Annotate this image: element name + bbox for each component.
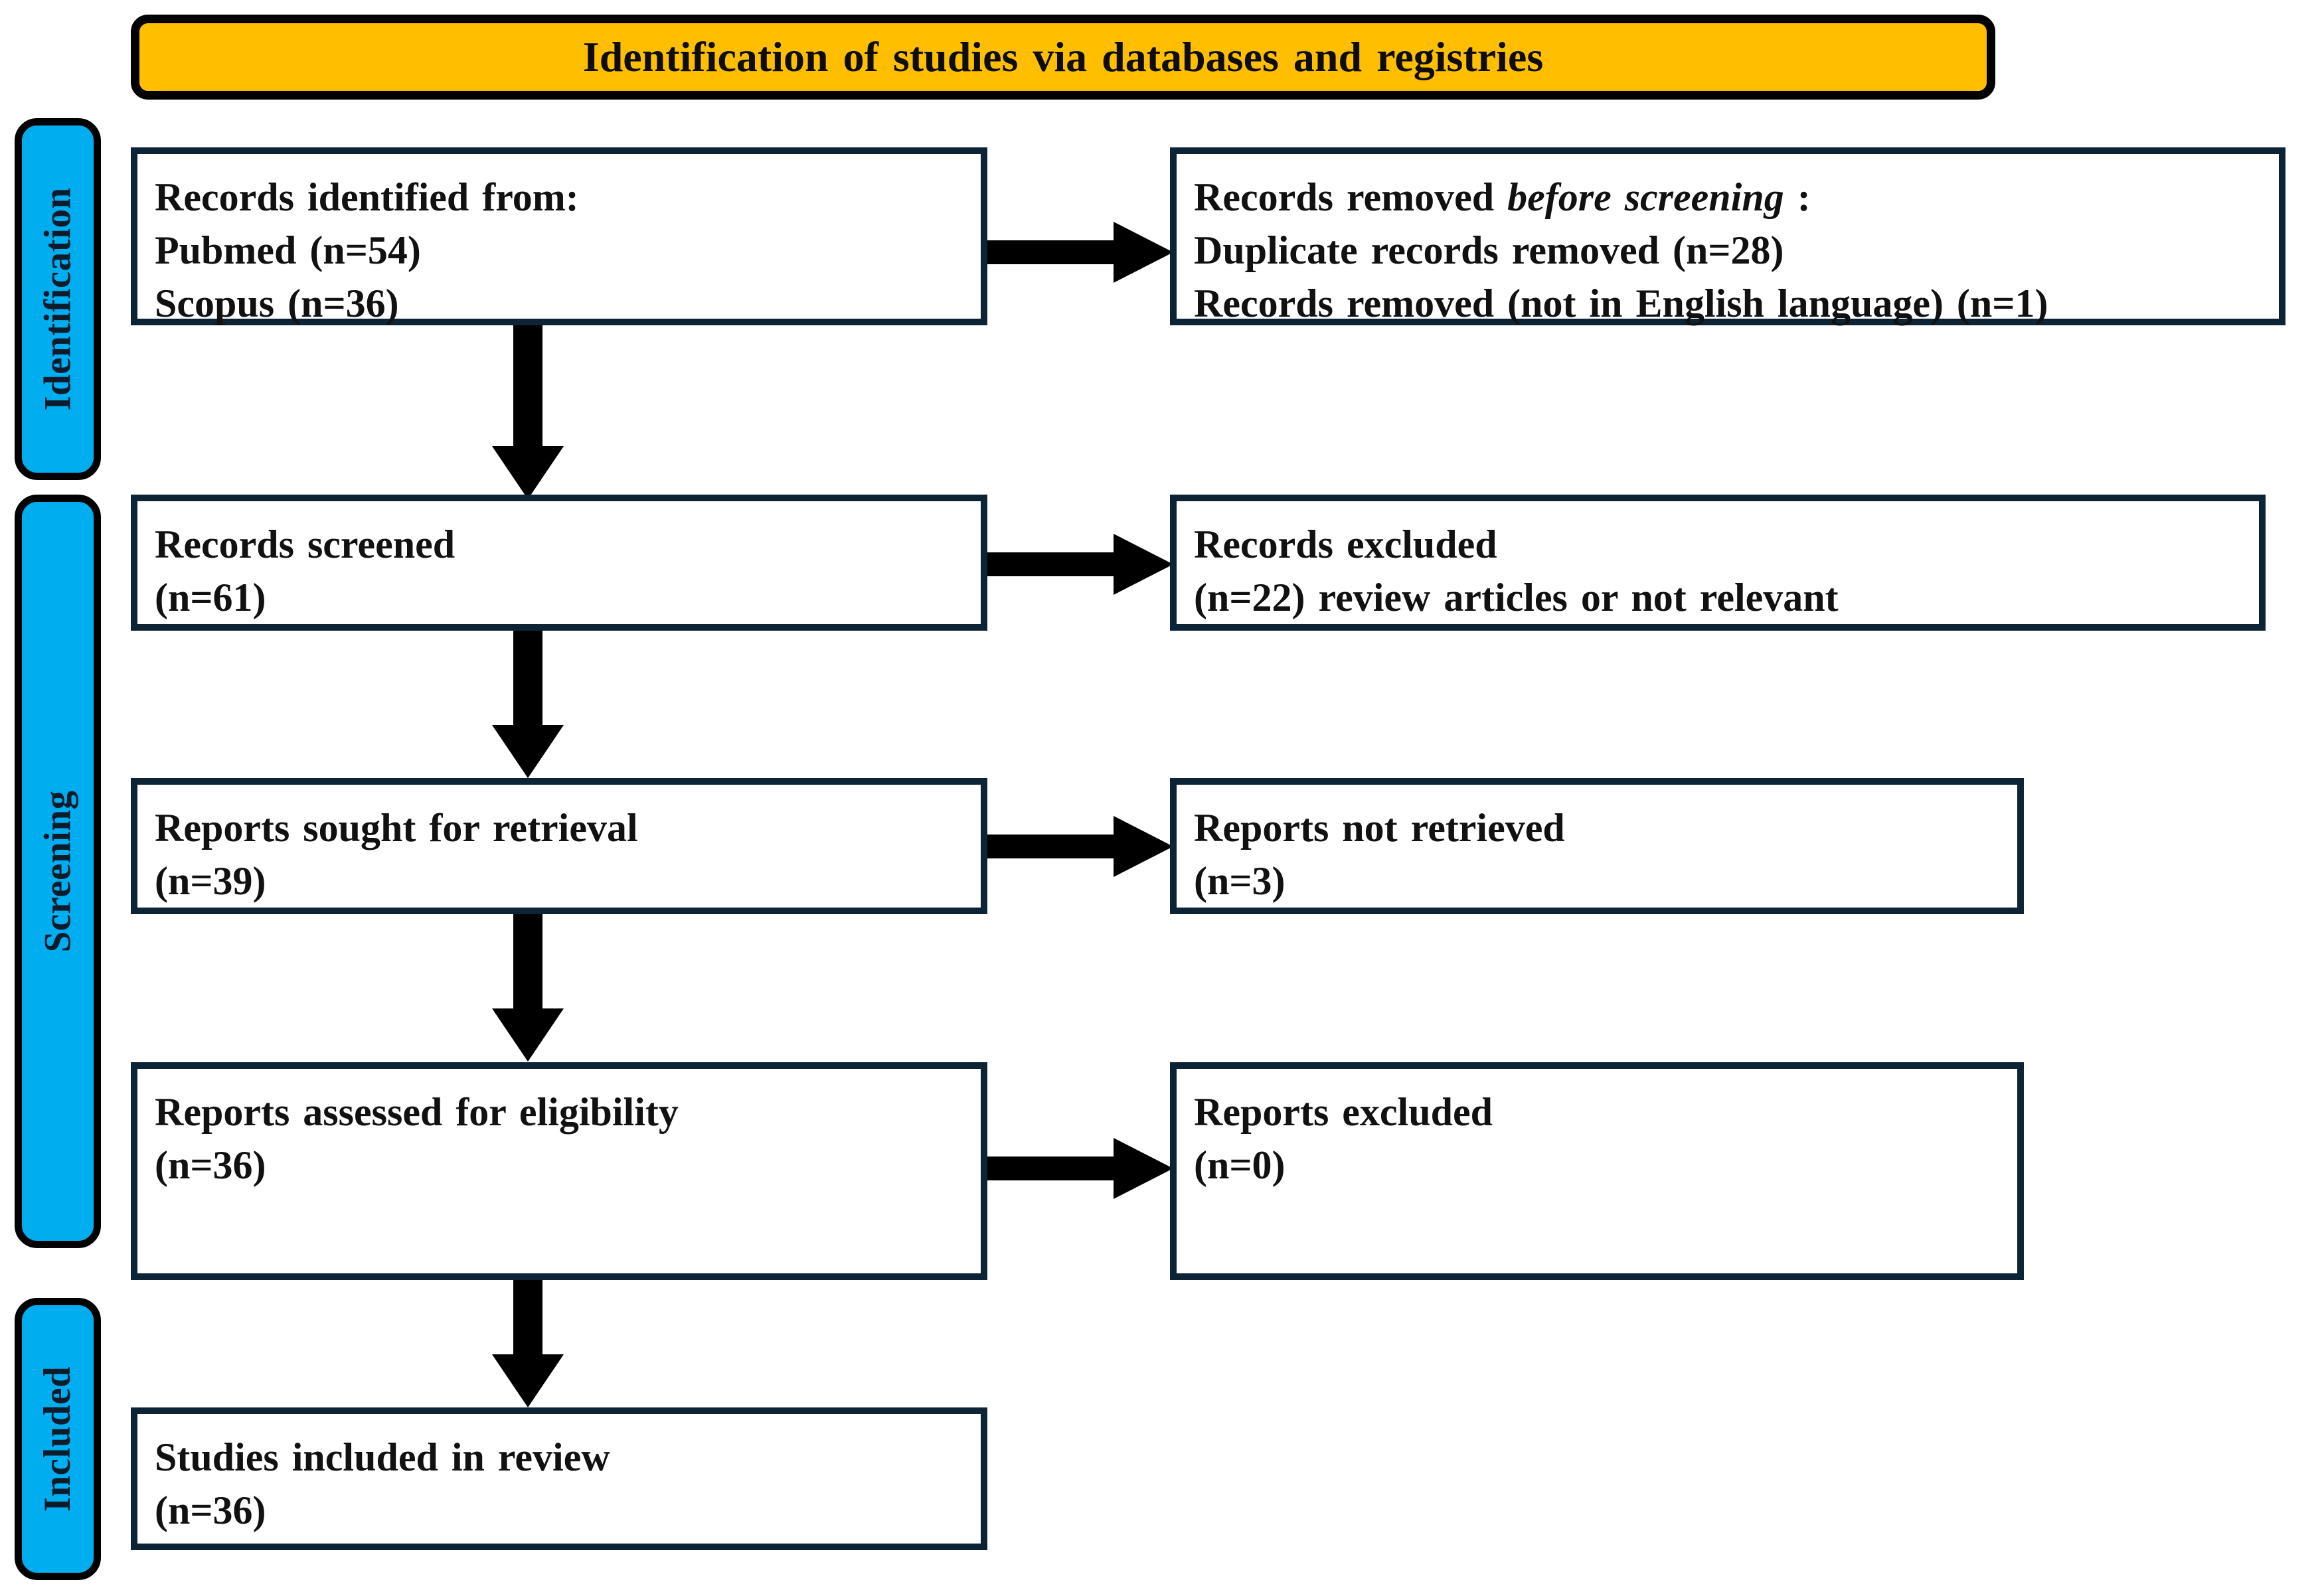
box-records-excluded: Records excluded (n=22) review articles …: [1170, 495, 2266, 631]
diagram-title-banner: Identification of studies via databases …: [131, 15, 1995, 100]
records-removed-line-3: Records removed (not in English language…: [1194, 281, 2048, 325]
records-screened-line-2: (n=61): [155, 575, 266, 619]
box-reports-not-retrieved: Reports not retrieved (n=3): [1170, 778, 2024, 914]
records-removed-prefix: Records removed: [1194, 175, 1508, 219]
phase-tab-screening-label: Screening: [37, 790, 79, 953]
reports-assessed-line-2: (n=36): [155, 1143, 266, 1187]
phase-tab-included-label: Included: [37, 1366, 79, 1512]
reports-assessed-line-1: Reports assessed for eligibility: [155, 1090, 679, 1134]
phase-tab-identification-label: Identification: [37, 187, 79, 411]
records-removed-line-1: Records removed before screening :: [1194, 171, 2279, 224]
arrow-screened-to-excluded: [987, 524, 1173, 604]
reports-excluded-line-1: Reports excluded: [1194, 1090, 1493, 1134]
records-removed-line-2: Duplicate records removed (n=28): [1194, 228, 1784, 272]
records-identified-line-3: Scopus (n=36): [155, 281, 399, 325]
box-reports-sought-for-retrieval: Reports sought for retrieval (n=39): [131, 778, 987, 914]
reports-not-retrieved-line-1: Reports not retrieved: [1194, 806, 1565, 850]
box-reports-assessed-for-eligibility: Reports assessed for eligibility (n=36): [131, 1062, 987, 1280]
records-identified-line-2: Pubmed (n=54): [155, 228, 421, 272]
arrow-screened-to-sought: [475, 631, 581, 778]
phase-tab-identification: Identification: [15, 118, 101, 480]
box-studies-included-in-review: Studies included in review (n=36): [131, 1407, 987, 1550]
reports-excluded-line-2: (n=0): [1194, 1143, 1286, 1187]
box-reports-excluded: Reports excluded (n=0): [1170, 1062, 2024, 1280]
arrow-sought-to-assessed: [475, 914, 581, 1062]
studies-included-line-2: (n=36): [155, 1488, 266, 1532]
arrow-assessed-to-included: [475, 1280, 581, 1407]
box-records-screened: Records screened (n=61): [131, 495, 987, 631]
reports-sought-line-2: (n=39): [155, 858, 266, 903]
arrow-identified-to-removed: [987, 212, 1173, 292]
phase-tab-included: Included: [15, 1298, 101, 1580]
phase-tab-screening: Screening: [15, 495, 101, 1248]
records-screened-line-1: Records screened: [155, 522, 456, 566]
box-records-identified: Records identified from: Pubmed (n=54) S…: [131, 147, 987, 325]
records-excluded-line-1: Records excluded: [1194, 522, 1497, 566]
studies-included-line-1: Studies included in review: [155, 1435, 610, 1479]
records-removed-suffix: :: [1784, 175, 1811, 219]
arrow-sought-to-not-retrieved: [987, 807, 1173, 886]
arrow-assessed-to-excluded: [987, 1129, 1173, 1208]
reports-sought-line-1: Reports sought for retrieval: [155, 806, 638, 850]
records-identified-line-1: Records identified from:: [155, 175, 579, 219]
arrow-identified-to-screened: [475, 325, 581, 499]
records-excluded-line-2: (n=22) review articles or not relevant: [1194, 575, 1839, 619]
records-removed-emphasis: before screening: [1507, 175, 1784, 219]
box-records-removed-before-screening: Records removed before screening : Dupli…: [1170, 147, 2285, 325]
diagram-title: Identification of studies via databases …: [582, 33, 1544, 80]
reports-not-retrieved-line-2: (n=3): [1194, 858, 1286, 903]
